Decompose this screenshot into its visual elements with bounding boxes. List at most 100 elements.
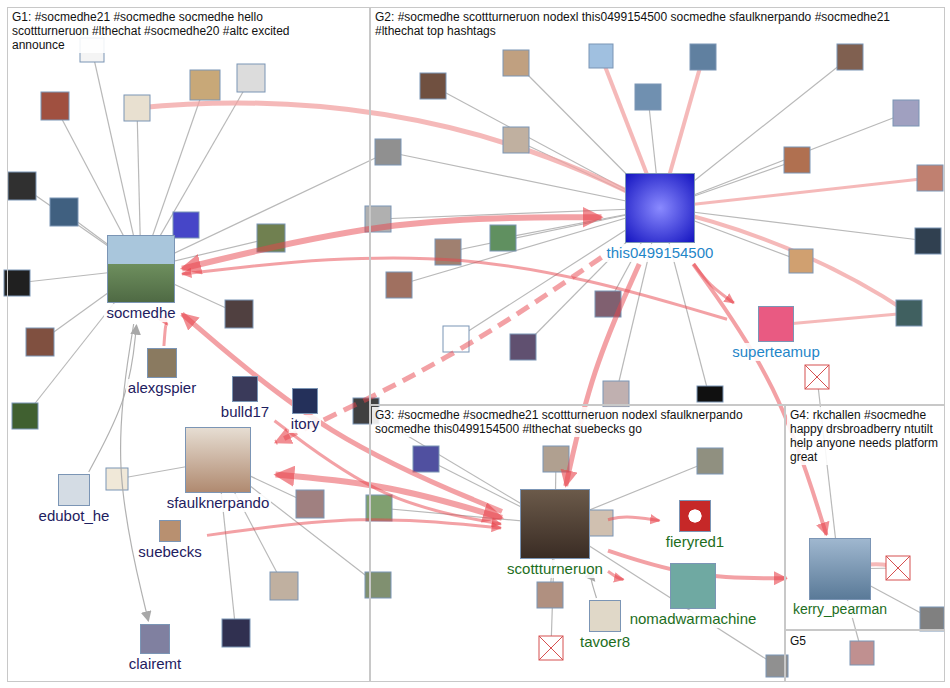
avatar-image (625, 173, 695, 243)
avatar-image (190, 70, 220, 100)
avatar-image (915, 228, 941, 254)
avatar-image (12, 403, 38, 429)
missing-avatar (886, 556, 910, 580)
network-vertex: fieryred1 (663, 500, 728, 551)
vertex-label: socmedhe (104, 304, 177, 322)
edge-line (276, 475, 503, 518)
avatar-image (365, 572, 391, 598)
avatar-image (365, 206, 391, 232)
vertex-label: sfaulknerpando (165, 494, 272, 512)
avatar-image (917, 165, 943, 191)
avatar-image (503, 50, 529, 76)
avatar-image (124, 95, 150, 121)
missing-avatar (539, 636, 563, 660)
network-vertex: nomadwarmachine (627, 563, 760, 628)
avatar-image (690, 44, 716, 70)
avatar-image (386, 272, 412, 298)
network-vertex: this0499154500 (604, 173, 717, 262)
avatar-image (257, 224, 285, 252)
edge-line (137, 103, 660, 208)
network-vertex: sfaulknerpando (164, 427, 273, 512)
edge-line (776, 313, 909, 325)
vertex-label: scottturneruon (505, 560, 605, 578)
network-vertex: scottturneruon (504, 489, 606, 578)
group-title: G3: #socmedhe #socmedhe21 scottturneruon… (372, 407, 748, 437)
edge-line (182, 258, 727, 319)
missing-avatar (805, 365, 829, 389)
vertex-label: alexgspier (126, 379, 198, 397)
avatar-image (837, 44, 863, 70)
missing-avatar (539, 636, 563, 660)
group-title: G1: #socmedhe21 #socmedhe socmedhe hello… (9, 9, 315, 53)
network-vertex: kerry_pearman (790, 538, 891, 618)
edge-line (182, 217, 602, 268)
avatar-image (232, 376, 258, 402)
vertex-label: suebecks (136, 543, 203, 561)
group-box: G3: #socmedhe #socmedhe21 scottturneruon… (370, 405, 785, 682)
avatar-image (603, 381, 629, 407)
avatar-image (589, 600, 621, 632)
missing-avatar (805, 365, 829, 389)
avatar-image (435, 239, 461, 265)
avatar-image (270, 572, 298, 600)
group-box: G5 (785, 630, 945, 682)
vertex-label: edubot_he (37, 507, 112, 525)
avatar-image (185, 427, 251, 493)
avatar-image (850, 641, 874, 665)
avatar-image (503, 127, 529, 153)
network-vertex: itory (288, 388, 323, 433)
avatar-image (8, 172, 36, 200)
avatar-image (587, 510, 613, 536)
vertex-label: bulld17 (219, 403, 271, 421)
edge-line (660, 208, 928, 241)
avatar-image (292, 388, 318, 414)
avatar-image (106, 468, 128, 490)
avatar-image (520, 489, 590, 559)
avatar-image (296, 490, 324, 518)
avatar-image (635, 84, 661, 110)
group-box: G2: #socmedhe scottturneruon nodexl this… (370, 7, 945, 405)
vertex-label: this0499154500 (605, 244, 716, 262)
avatar-image (413, 446, 439, 472)
avatar-image (809, 538, 871, 600)
avatar-image (443, 326, 469, 352)
network-vertex: superteamup (729, 306, 823, 361)
avatar-image (784, 147, 810, 173)
avatar-image (920, 607, 944, 631)
avatar-image (789, 249, 813, 273)
network-vertex: edubot_he (36, 474, 113, 525)
vertex-label: kerry_pearman (791, 601, 889, 618)
avatar-image (375, 139, 401, 165)
group-title: G2: #socmedhe scottturneruon nodexl this… (372, 9, 923, 39)
avatar-image (159, 520, 181, 542)
group-title: G5 (787, 633, 809, 649)
vertex-label: fieryred1 (664, 533, 726, 551)
avatar-image (537, 582, 563, 608)
network-vertex: clairemt (126, 624, 185, 673)
edge-line (121, 324, 149, 621)
avatar-image (140, 624, 170, 654)
edge-line (566, 264, 640, 486)
avatar-image (543, 446, 569, 472)
avatar-image (173, 212, 199, 238)
avatar-image (107, 235, 175, 303)
avatar-image (420, 73, 446, 99)
network-vertex: tavoer8 (577, 600, 634, 651)
network-vertex: suebecks (135, 520, 205, 561)
edge-line (608, 571, 624, 579)
avatar-image (50, 198, 78, 226)
network-vertex: socmedhe (103, 235, 179, 322)
avatar-image (225, 300, 253, 328)
vertex-label: clairemt (127, 655, 184, 673)
vertex-label: nomadwarmachine (628, 610, 759, 628)
vertex-label: itory (289, 415, 321, 433)
vertex-label: superteamup (730, 343, 822, 361)
edge-line (388, 152, 660, 208)
avatar-image (589, 44, 613, 68)
avatar-image (670, 563, 716, 609)
avatar-image (26, 328, 54, 356)
missing-avatar (886, 556, 910, 580)
group-box: G4: rkchallen #socmedhe happy drsbroadbe… (785, 405, 945, 630)
network-vertex: bulld17 (218, 376, 273, 421)
group-title: G4: rkchallen #socmedhe happy drsbroadbe… (787, 407, 943, 465)
